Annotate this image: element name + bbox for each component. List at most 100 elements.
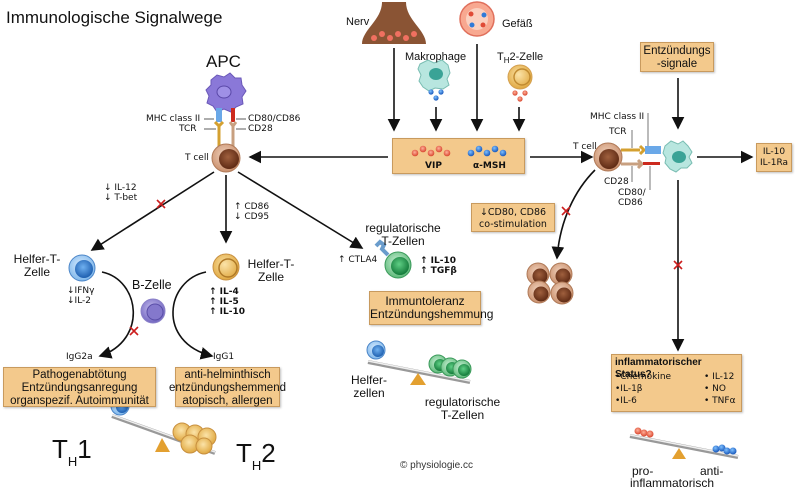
th2-marker-cd86: ↑ CD86 [234,202,270,212]
treg-balance-line1: regulatorische [424,395,501,409]
macrophage-icon [417,59,451,101]
inflammatorisch-label: inflammatorisch [630,476,715,490]
vip-label: VIP [425,161,442,171]
right-cd28-molecule [621,158,645,170]
block-mark-th1 [156,199,166,209]
nerv-label: Nerv [346,16,370,28]
status-left-list: •Chemokine •IL-1β •IL-6 [615,371,671,407]
block-mark-status [673,260,683,270]
status-chemokine: •Chemokine [615,372,672,382]
helferzellen-line2: zellen [353,386,385,400]
status-title: inflammatorischer Status? [615,357,702,380]
th2-marker-cd95: ↓ CD95 [234,212,270,222]
th2-markers: ↑ CD86 ↓ CD95 [234,202,269,222]
right-macrophage-icon [662,140,693,173]
right-tcell-label: T cell [573,142,597,152]
right-mhc-molecule [645,146,661,154]
treg-label: regulatorische T-Zellen [363,222,443,248]
treg-effects-box: Immuntoleranz Entzündungshemmung [369,291,494,325]
makrophage-label: Makrophage [405,51,467,63]
th2-cytokine-il10: ↑ IL-10 [209,307,246,317]
status-il12: • IL-12 [704,372,735,382]
th2-effect-1: anti-helminthisch [184,369,271,381]
apc-mhc-label: MHC class II [146,114,201,124]
th1-cell-label-line1: Helfer-T- [13,252,61,266]
right-tcr-label: TCR [609,127,627,137]
cd80-cd86-molecule [231,108,235,122]
th2-cell-label-line2: Zelle [257,270,284,284]
th1-cell-label: Helfer-T- Zelle [8,253,66,279]
th2-balance-label: TH2 [236,438,276,473]
b-cell-icon [140,298,166,324]
treg-effect-1: Immuntoleranz [385,294,465,308]
treg-label-line1: regulatorische [365,221,441,235]
mhc-class-ii-molecule [216,108,222,122]
apc-cell-icon [205,72,247,113]
copyright: © physiologie.cc [400,460,473,471]
treg-balance-line2: T-Zellen [440,408,485,422]
th2-cell-label: Helfer-T- Zelle [242,258,300,284]
right-cd80-label: CD80/ CD86 [618,188,646,208]
apc-tcell-label: T cell [185,153,209,163]
helferzellen-label: Helfer- zellen [344,374,394,400]
signals-line1: Entzündungs [643,45,711,57]
th2-effect-3: atopisch, allergen [182,395,273,407]
arrow-to-treg [237,171,364,249]
status-right-list: • IL-12 • NO • TNFα [704,371,736,407]
amsh-label: α-MSH [473,161,506,171]
mediator-dots [411,145,507,157]
th2-cell-icon [212,253,240,281]
th2-source-cell-icon [507,64,533,102]
inflammatory-status-box: inflammatorischer Status? •Chemokine •IL… [611,354,742,412]
page-title: Immunologische Signalwege [6,8,223,27]
treg-cytokine-il10: ↑ IL-10 [420,256,457,266]
treg-cytokines: ↑ IL-10 ↑ TGFβ [420,256,457,276]
gefaess-label: Gefäß [502,18,533,30]
pro-label: pro- [632,464,654,478]
costim-line1: ↓CD80, CD86 [479,207,547,218]
th1-cytokine-ifng: ↓IFNγ [67,286,95,296]
arrow-th2-to-igg1 [172,271,214,360]
th2-source-label: TH2-Zelle [497,51,544,66]
th1-effect-1: Pathogenabtötung [32,369,127,381]
cd28-molecule [228,121,238,147]
right-cd80-line2: CD86 [618,198,643,208]
amsh-dots [467,145,507,157]
apc-cd80-label: CD80/CD86 [248,114,301,124]
th1-markers: ↓ IL-12 ↓ T-bet [104,183,137,203]
right-tcr-molecule [621,144,647,156]
signals-line2: -signale [656,58,698,70]
th2-cytokines: ↑ IL-4 ↑ IL-5 ↑ IL-10 [209,287,245,317]
th1-marker-il12: ↓ IL-12 [104,183,137,193]
treg-cytokine-tgfb: ↑ TGFβ [420,266,457,276]
status-no: • NO [704,384,726,394]
th2-cytokine-il4: ↑ IL-4 [209,287,239,297]
helferzellen-line1: Helfer- [350,373,387,387]
treg-balance-label: regulatorische T-Zellen [415,396,510,422]
right-cd80-line1: CD80/ [618,188,646,198]
igg2a-label: IgG2a [66,352,93,362]
pro-anti-balance-icon [629,427,739,459]
right-cd80-molecule [643,162,660,165]
th2-effects-box: anti-helminthisch entzündungshemmend ato… [169,367,286,407]
right-cd28-label: CD28 [604,177,629,187]
treg-label-line2: T-Zellen [381,234,425,248]
entzuendungssignale-box: Entzündungs -signale [640,42,714,72]
th1-cytokines: ↓IFNγ ↓IL-2 [67,286,94,306]
th1-effect-2: Entzündungsanregung [21,382,138,394]
il10-output-box: IL-10 IL-1Ra [756,143,792,172]
th2-cytokine-il5: ↑ IL-5 [209,297,239,307]
t-cell-cluster-icon [526,262,574,305]
th2-cell-label-line1: Helfer-T- [247,257,295,271]
right-mhc-label: MHC class II [590,112,645,122]
tcr-molecule [213,120,225,147]
block-mark-costim [561,206,571,216]
block-mark-igg2a [129,326,139,336]
th1-effects-box: Pathogenabtötung Entzündungsanregung org… [3,367,156,407]
right-t-cell-icon [593,142,623,172]
treg-effect-2: Entzündungshemmung [370,307,494,321]
output-il10: IL-10 [762,147,786,157]
treg-balance-icon [366,340,472,385]
b-cell-label: B-Zelle [132,278,172,292]
apc-cd28-label: CD28 [248,124,273,134]
